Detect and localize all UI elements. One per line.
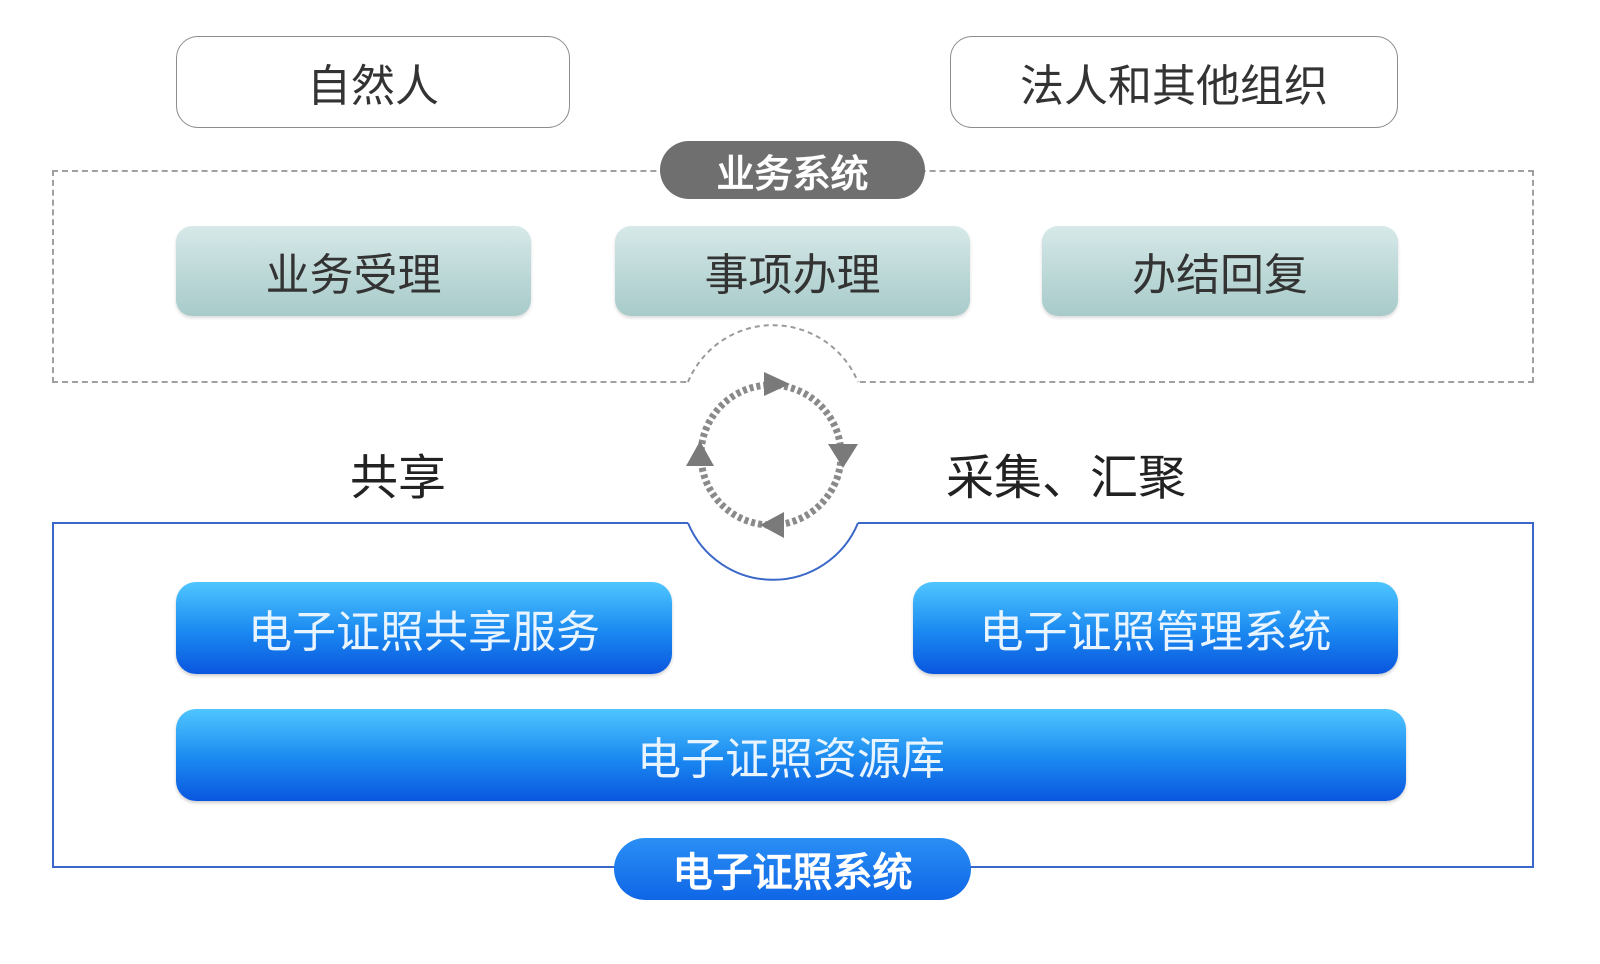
cycle-ring bbox=[697, 381, 845, 529]
step-acceptance: 业务受理 bbox=[176, 226, 531, 316]
cycle-arrow-right-icon bbox=[828, 444, 858, 468]
ecert-management-system: 电子证照管理系统 bbox=[913, 582, 1398, 674]
natural-person-label: 自然人 bbox=[307, 61, 439, 112]
ecert-sharing-service-label: 电子证照共享服务 bbox=[248, 607, 600, 658]
legal-entity-label: 法人和其他组织 bbox=[1020, 61, 1328, 112]
legal-entity-box: 法人和其他组织 bbox=[950, 36, 1398, 128]
step-reply-label: 办结回复 bbox=[1132, 250, 1308, 301]
ecert-system-title-text: 电子证照系统 bbox=[672, 850, 913, 896]
cycle-arrow-top-icon bbox=[764, 372, 790, 396]
cycle-arrow-bottom-icon bbox=[760, 512, 784, 538]
collect-aggregate-label: 采集、汇聚 bbox=[946, 450, 1187, 506]
ecert-sharing-service: 电子证照共享服务 bbox=[176, 582, 672, 674]
ecert-management-system-label: 电子证照管理系统 bbox=[979, 607, 1332, 658]
step-processing: 事项办理 bbox=[615, 226, 970, 316]
business-arc bbox=[687, 324, 859, 383]
cycle-arrow-left-icon bbox=[686, 441, 714, 466]
business-system-title: 业务系统 bbox=[660, 141, 925, 199]
ecert-resource-library: 电子证照资源库 bbox=[176, 709, 1406, 801]
share-label: 共享 bbox=[350, 450, 447, 506]
business-system-title-text: 业务系统 bbox=[716, 151, 869, 196]
step-acceptance-label: 业务受理 bbox=[265, 250, 442, 301]
step-processing-label: 事项办理 bbox=[704, 250, 881, 301]
natural-person-box: 自然人 bbox=[176, 36, 570, 128]
ecert-system-title: 电子证照系统 bbox=[614, 838, 971, 900]
step-reply: 办结回复 bbox=[1042, 226, 1398, 316]
ecert-arc bbox=[687, 522, 859, 581]
ecert-resource-library-label: 电子证照资源库 bbox=[637, 734, 945, 785]
